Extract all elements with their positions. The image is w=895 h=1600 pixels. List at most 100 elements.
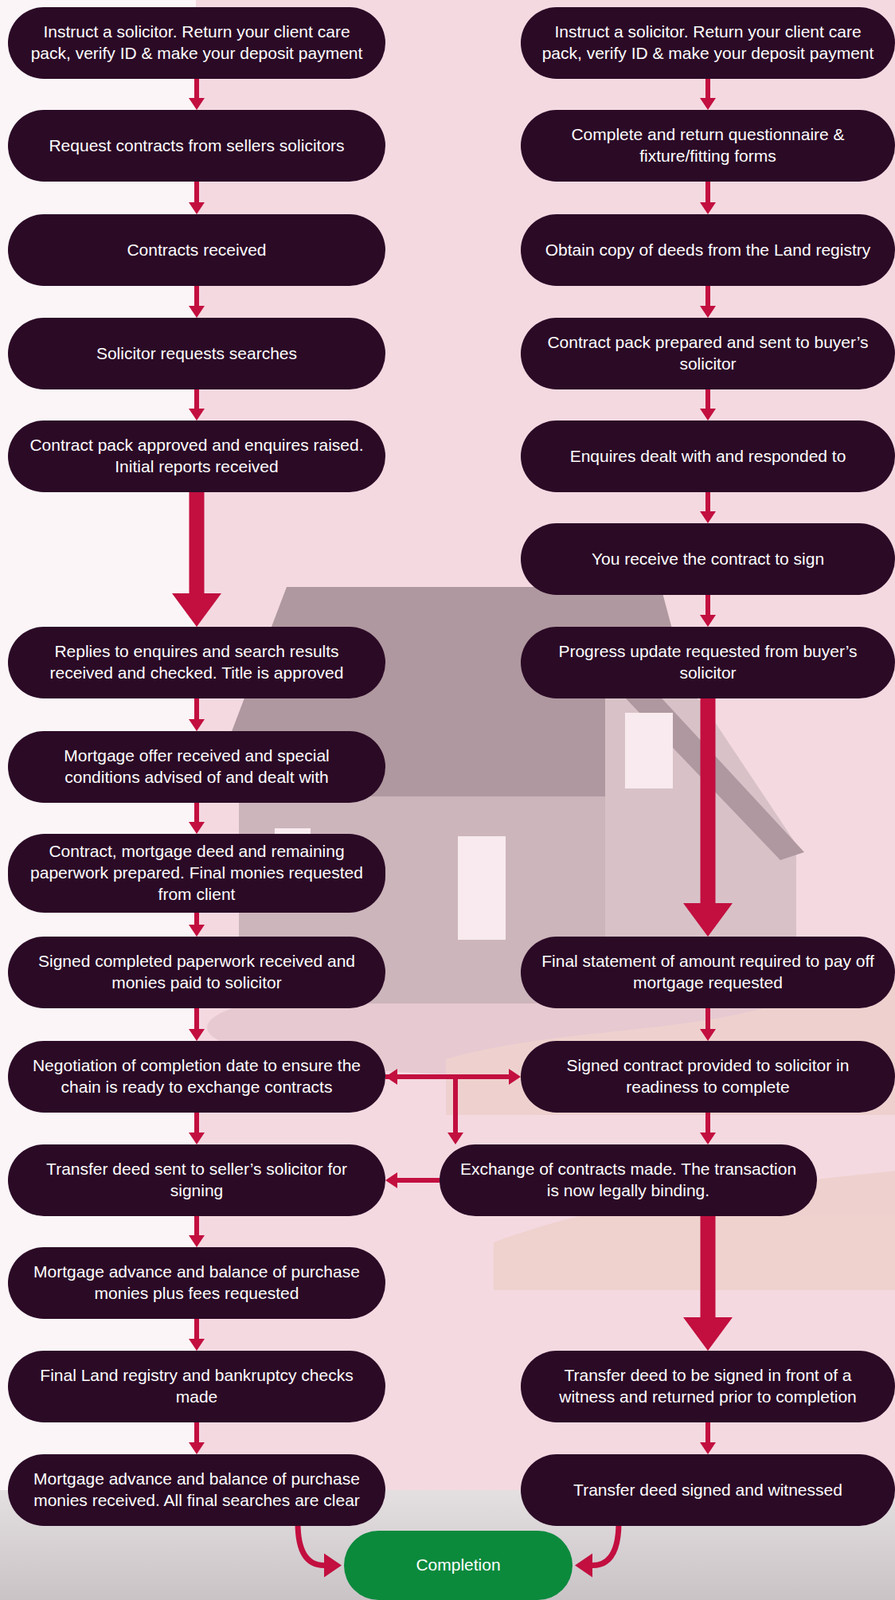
process-box: Replies to enquires and search results r… [7, 626, 386, 699]
connector-arrow [188, 698, 205, 731]
box-text: Request contracts from sellers solicitor… [48, 135, 344, 157]
box-text: Final statement of amount required to pa… [539, 950, 876, 994]
arrow-head [188, 821, 205, 834]
connector-arrow [683, 1215, 733, 1351]
arrow-line [194, 1318, 200, 1340]
process-box: Signed contract provided to solicitor in… [520, 1040, 895, 1113]
arrow-head [699, 305, 716, 318]
box-text: Mortgage offer received and special cond… [27, 745, 367, 789]
arrow-line [297, 1522, 325, 1566]
box-text: Contract, mortgage deed and remaining pa… [27, 840, 367, 906]
arrow-line [705, 389, 711, 410]
connector-arrow [699, 181, 716, 215]
process-box: Enquires dealt with and responded to [520, 420, 895, 493]
arrow-head [188, 1442, 205, 1454]
arrow-line [194, 698, 200, 720]
arrow-line [705, 1008, 711, 1030]
process-box: Negotiation of completion date to ensure… [7, 1040, 386, 1113]
connector-arrow [574, 1522, 619, 1578]
process-box: You receive the contract to sign [520, 523, 895, 595]
box-text: Negotiation of completion date to ensure… [27, 1055, 367, 1099]
box-text: Progress update requested from buyer’s s… [539, 640, 876, 684]
arrow-line [705, 1422, 711, 1443]
box-text: Signed contract provided to solicitor in… [539, 1055, 876, 1099]
arrow-head [188, 97, 205, 110]
arrow-head [171, 593, 222, 627]
arrow-head [188, 1235, 205, 1247]
connector-arrow [188, 912, 205, 937]
arrow-head [699, 511, 716, 524]
connector-arrow [385, 1172, 440, 1189]
arrow-head [188, 1028, 205, 1041]
arrow-head [508, 1068, 521, 1085]
process-box: Final Land registry and bankruptcy check… [7, 1350, 386, 1423]
arrow-line [705, 594, 711, 616]
process-box: Mortgage advance and balance of purchase… [7, 1246, 386, 1319]
connector-arrow [699, 78, 716, 110]
arrow-line [194, 1112, 200, 1134]
terminal-box: Completion [343, 1530, 573, 1600]
box-text: Complete and return questionnaire & fixt… [539, 124, 876, 168]
process-box: Signed completed paperwork received and … [7, 936, 386, 1009]
connector-arrow [699, 492, 716, 524]
arrow-head [188, 202, 205, 215]
arrow-line [592, 1522, 619, 1566]
arrow-head [188, 408, 205, 421]
connector-arrow [188, 389, 205, 421]
box-text: Instruct a solicitor. Return your client… [27, 21, 367, 65]
connector-arrow [699, 594, 716, 627]
box-text: Contract pack prepared and sent to buyer… [539, 332, 876, 376]
box-text: Contract pack approved and enquires rais… [27, 434, 367, 478]
arrow-line [705, 285, 711, 307]
process-box: Contracts received [7, 214, 386, 286]
arrow-line [705, 181, 711, 204]
connector-arrow [188, 1008, 205, 1041]
connector-arrow [188, 285, 205, 318]
box-text: Exchange of contracts made. The transact… [458, 1158, 798, 1202]
arrow-head [699, 408, 716, 421]
arrow-line [194, 389, 200, 410]
process-box: Transfer deed sent to seller’s solicitor… [7, 1144, 386, 1216]
box-text: Transfer deed signed and witnessed [573, 1479, 843, 1501]
arrow-line [194, 1422, 200, 1443]
arrow-head [699, 614, 716, 627]
arrow-head [699, 97, 716, 110]
process-box: Progress update requested from buyer’s s… [520, 626, 895, 699]
box-text: Instruct a solicitor. Return your client… [539, 21, 876, 65]
arrow-line [396, 1177, 440, 1183]
box-text: Mortgage advance and balance of purchase… [27, 1468, 367, 1512]
box-text: Completion [415, 1554, 501, 1576]
arrow-head [188, 1338, 205, 1351]
box-text: Transfer deed sent to seller’s solicitor… [27, 1158, 367, 1202]
arrow-head [188, 719, 205, 731]
box-text: Solicitor requests searches [96, 343, 298, 365]
process-box: Final statement of amount required to pa… [520, 936, 895, 1009]
box-text: Transfer deed to be signed in front of a… [539, 1364, 876, 1408]
connector-arrow [699, 389, 716, 421]
arrow-head [683, 1317, 733, 1351]
arrow-head [574, 1553, 593, 1578]
process-box: Contract pack approved and enquires rais… [7, 420, 386, 493]
arrow-line [194, 912, 200, 926]
connector-arrow [699, 285, 716, 318]
arrow-head [683, 902, 733, 937]
arrow-line [194, 1215, 200, 1236]
arrow-head [699, 1132, 716, 1145]
arrow-line [194, 181, 200, 204]
arrow-line [194, 285, 200, 307]
arrow-line [194, 802, 200, 823]
arrow-head [699, 1442, 716, 1454]
process-box: Contract, mortgage deed and remaining pa… [7, 833, 386, 913]
process-box: Mortgage advance and balance of purchase… [7, 1453, 386, 1526]
arrow-head [324, 1553, 342, 1578]
connector-arrow [699, 1008, 716, 1041]
arrow-line [700, 1215, 716, 1318]
process-box: Exchange of contracts made. The transact… [439, 1144, 817, 1216]
arrow-head [447, 1132, 464, 1145]
connector-arrow [297, 1522, 342, 1578]
box-text: Signed completed paperwork received and … [27, 950, 367, 994]
connector-arrow [188, 1215, 205, 1247]
process-box: Mortgage offer received and special cond… [7, 730, 386, 803]
arrow-head [188, 305, 205, 318]
connector-arrow [699, 1112, 716, 1145]
